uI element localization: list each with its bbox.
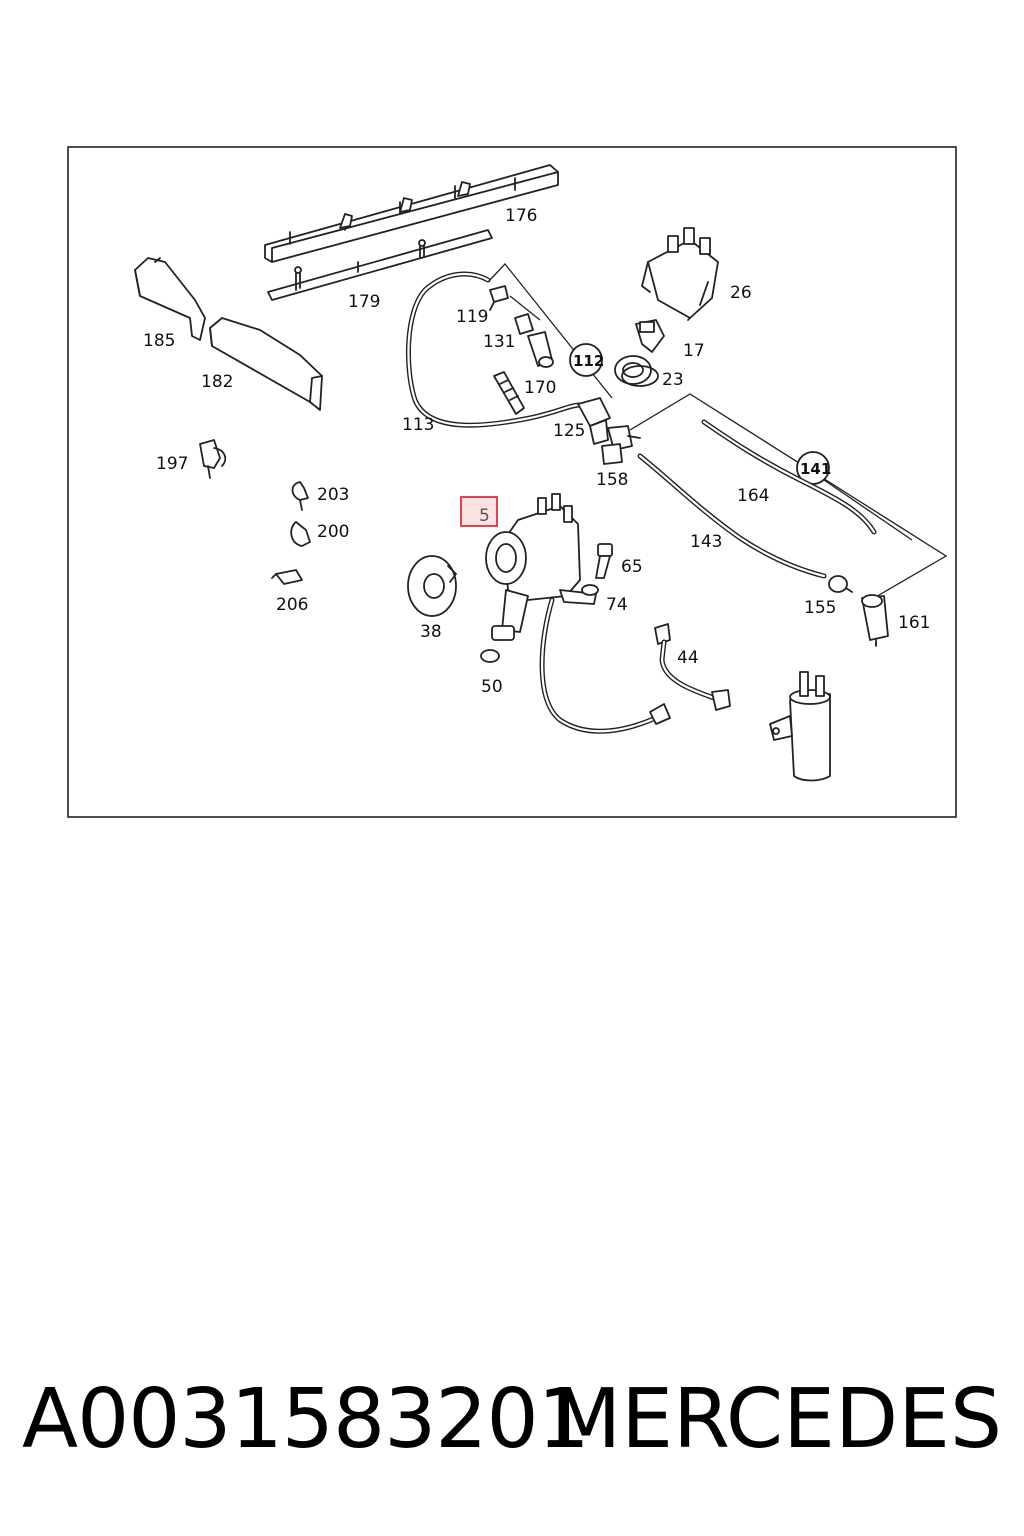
callout-176: 176 (505, 206, 537, 226)
callout-185: 185 (143, 331, 175, 351)
part-200-clamp (290, 521, 311, 547)
brand-name: MERCEDES (550, 1372, 1002, 1467)
leader-112 (487, 263, 613, 399)
part-176-rail (264, 164, 559, 263)
part-179-rail (267, 229, 493, 301)
part-125-connector (577, 397, 611, 445)
part-23-seal (614, 355, 659, 387)
part-5-distributor (485, 493, 597, 641)
callout-23: 23 (662, 370, 684, 390)
part-203-clamp (291, 481, 309, 511)
callout-200: 200 (317, 522, 349, 542)
highlight-box (460, 496, 498, 527)
callout-141: 141 (800, 460, 831, 478)
callout-179: 179 (348, 292, 380, 312)
part-185-cover (134, 257, 206, 341)
callout-74: 74 (606, 595, 628, 615)
part-50-o-ring (480, 649, 500, 663)
callout-112: 112 (573, 352, 604, 370)
callout-203: 203 (317, 485, 349, 505)
part-161-plug (861, 594, 889, 647)
callout-5: 5 (479, 506, 490, 526)
callout-143: 143 (690, 532, 722, 552)
part-170-spark-plug (493, 371, 525, 415)
callout-26: 26 (730, 283, 752, 303)
part-131-sensor (514, 313, 554, 368)
footer-caption: A0031583201 MERCEDES (0, 1360, 1024, 1480)
callout-170: 170 (524, 378, 556, 398)
leader-141 (629, 393, 948, 599)
part-65-bolt (595, 543, 613, 579)
part-74-washer (581, 584, 599, 596)
ignition-coil (769, 671, 831, 782)
callout-125: 125 (553, 421, 585, 441)
callout-65: 65 (621, 557, 643, 577)
part-143-hose (637, 453, 827, 579)
callout-155: 155 (804, 598, 836, 618)
callout-161: 161 (898, 613, 930, 633)
callout-164: 164 (737, 486, 769, 506)
callout-119: 119 (456, 307, 488, 327)
callout-44: 44 (677, 648, 699, 668)
part-26-cap (641, 227, 719, 321)
part-119-fitting (489, 285, 509, 311)
part-38-rotor-disc (407, 555, 457, 617)
part-182-cover (209, 317, 323, 411)
callout-206: 206 (276, 595, 308, 615)
part-197-clip (199, 439, 227, 479)
part-158-connector (601, 425, 641, 465)
callout-50: 50 (481, 677, 503, 697)
callout-131: 131 (483, 332, 515, 352)
part-44-sensor (654, 623, 731, 711)
callout-17: 17 (683, 341, 705, 361)
parts-diagram: 176 179 185 182 119 131 112 113 170 125 … (67, 146, 957, 818)
part-17-rotor (635, 319, 665, 353)
callout-113: 113 (402, 415, 434, 435)
callout-158: 158 (596, 470, 628, 490)
part-155-fitting (828, 575, 853, 593)
callout-197: 197 (156, 454, 188, 474)
part-number: A0031583201 (22, 1372, 590, 1467)
callout-38: 38 (420, 622, 442, 642)
part-206-clip (271, 569, 303, 585)
callout-182: 182 (201, 372, 233, 392)
diagram-frame (67, 146, 957, 818)
